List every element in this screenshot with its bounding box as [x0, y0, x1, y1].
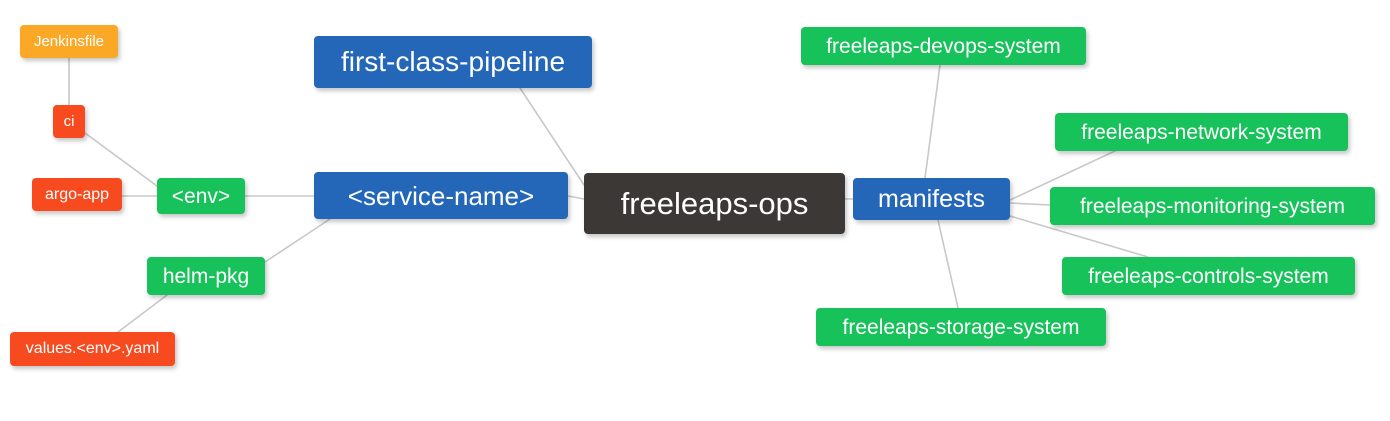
node-label-argo-app: argo-app — [44, 185, 110, 203]
node-argo-app[interactable]: argo-app — [32, 178, 122, 211]
node-freeleaps-storage-system[interactable]: freeleaps-storage-system — [816, 308, 1106, 346]
node-label-values-yaml: values.<env>.yaml — [25, 340, 160, 357]
node-label-helm-pkg: helm-pkg — [162, 264, 250, 288]
node-freeleaps-controls-system[interactable]: freeleaps-controls-system — [1062, 257, 1355, 295]
edge-manifests-to-freeleaps-monitoring-system — [1009, 202, 1051, 206]
node-helm-pkg[interactable]: helm-pkg — [147, 257, 265, 295]
node-freeleaps-devops-system[interactable]: freeleaps-devops-system — [801, 27, 1086, 65]
edge-manifests-to-freeleaps-devops-system — [924, 64, 941, 179]
node-label-freeleaps-ops: freeleaps-ops — [620, 186, 809, 221]
node-label-freeleaps-controls-system: freeleaps-controls-system — [1088, 264, 1329, 288]
edge-service-name-to-helm-pkg — [264, 218, 331, 263]
node-jenkinsfile[interactable]: Jenkinsfile — [20, 25, 118, 58]
node-ci[interactable]: ci — [53, 105, 85, 138]
node-label-env: <env> — [171, 184, 231, 208]
node-label-freeleaps-storage-system: freeleaps-storage-system — [842, 315, 1080, 339]
edge-freeleaps-ops-to-service-name — [567, 195, 585, 200]
node-freeleaps-monitoring-system[interactable]: freeleaps-monitoring-system — [1050, 187, 1375, 225]
node-label-freeleaps-devops-system: freeleaps-devops-system — [826, 34, 1061, 58]
node-env[interactable]: <env> — [157, 178, 245, 214]
node-label-jenkinsfile: Jenkinsfile — [33, 33, 105, 50]
node-values-yaml[interactable]: values.<env>.yaml — [10, 332, 175, 366]
node-label-first-class-pipeline: first-class-pipeline — [340, 46, 566, 77]
edge-manifests-to-freeleaps-storage-system — [937, 219, 959, 309]
node-freeleaps-network-system[interactable]: freeleaps-network-system — [1055, 113, 1348, 151]
node-first-class-pipeline[interactable]: first-class-pipeline — [314, 36, 592, 88]
node-label-ci: ci — [63, 113, 75, 130]
node-service-name[interactable]: <service-name> — [314, 172, 568, 219]
node-label-service-name: <service-name> — [347, 180, 535, 211]
edge-helm-pkg-to-values-yaml — [117, 294, 168, 333]
node-label-freeleaps-network-system: freeleaps-network-system — [1081, 120, 1322, 144]
node-label-manifests: manifests — [878, 184, 985, 213]
node-label-freeleaps-monitoring-system: freeleaps-monitoring-system — [1080, 194, 1345, 218]
edge-freeleaps-ops-to-first-class-pipeline — [519, 87, 585, 186]
node-freeleaps-ops[interactable]: freeleaps-ops — [584, 173, 845, 234]
node-manifests[interactable]: manifests — [853, 178, 1010, 220]
